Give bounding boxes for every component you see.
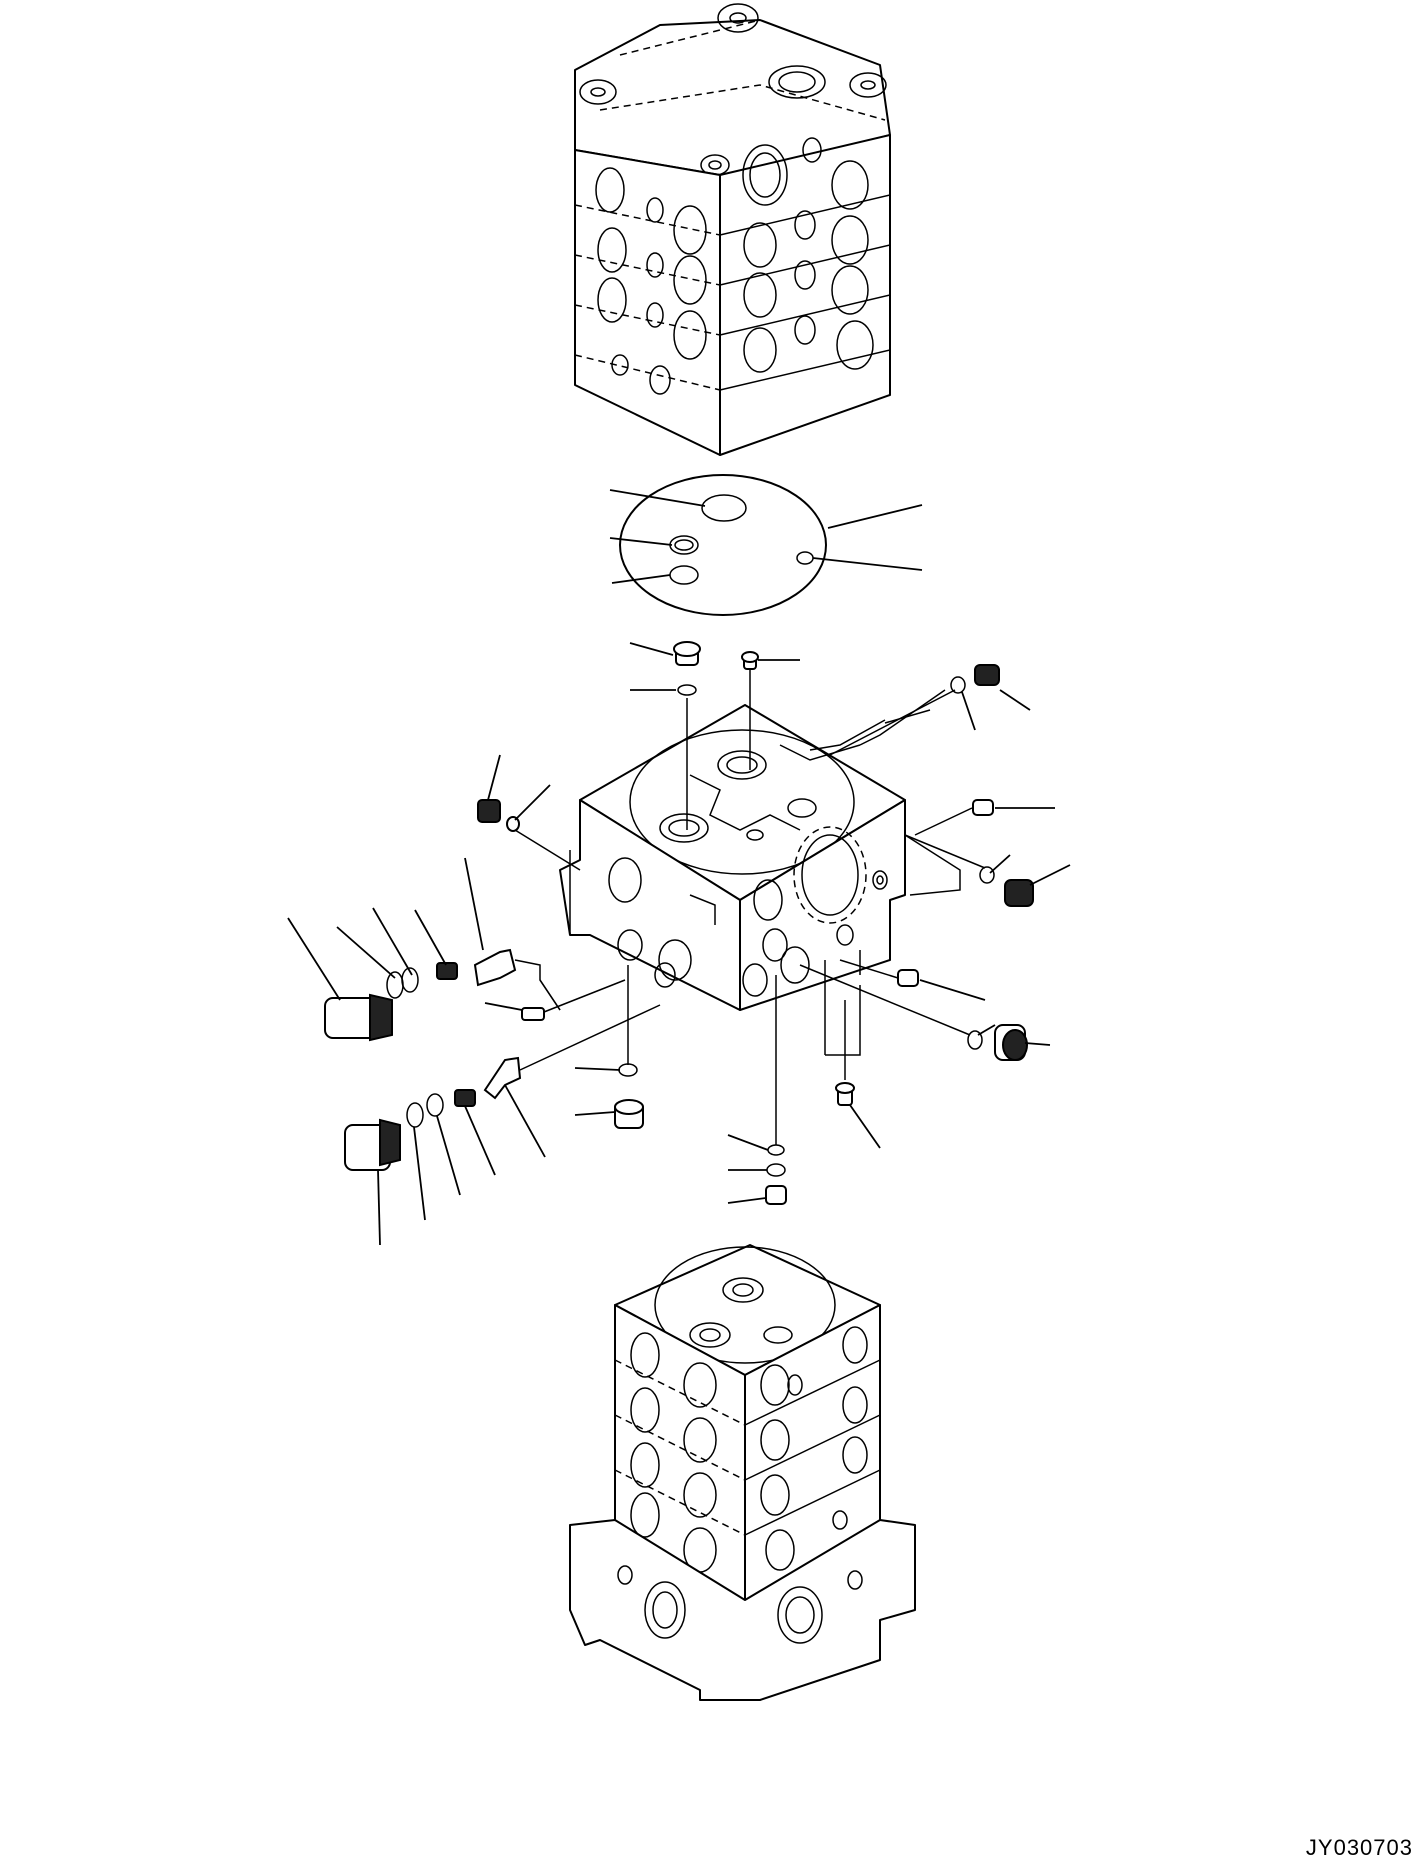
- leader-lines: [287, 489, 1071, 1246]
- center-valve-section: [559, 704, 906, 1011]
- gasket-plate: [619, 474, 827, 616]
- loose-parts: [324, 641, 1034, 1205]
- upper-valve-stack: [574, 3, 891, 456]
- figure-code: JY030703: [1305, 1835, 1413, 1860]
- lower-valve-stack: [569, 1244, 916, 1701]
